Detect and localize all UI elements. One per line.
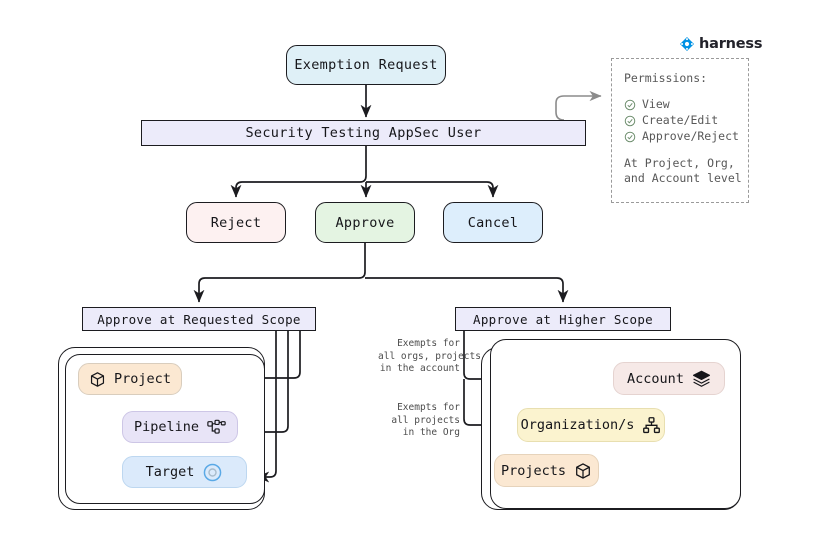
resource-label: Target [145,464,195,480]
cube-icon [89,371,106,388]
permission-label: Create/Edit [642,113,719,127]
resource-label: Projects [500,462,567,479]
node-label: Approve at Requested Scope [97,311,301,327]
resource-label: Organization/s [520,417,635,433]
layers-icon [692,369,711,388]
permission-item-view: View [624,97,748,112]
annotation-account-exempt: Exempts for all orgs, projects in the ac… [378,338,481,374]
annotation-org-exempt: Exempts for all projects in the Org [391,402,460,438]
resource-project[interactable]: Project [78,363,182,395]
resource-label: Project [114,371,171,387]
resource-pipeline[interactable]: Pipeline [122,411,238,443]
check-circle-icon [624,99,636,111]
node-label: Cancel [467,214,519,231]
harness-diamond-icon [679,36,695,52]
node-approve-higher-scope[interactable]: Approve at Higher Scope [455,307,671,331]
harness-wordmark: harness [699,36,763,52]
node-exemption-request[interactable]: Exemption Request [286,45,446,85]
check-circle-icon [624,131,636,143]
resource-projects[interactable]: Projects [494,454,599,487]
permission-item-approve-reject: Approve/Reject [624,129,748,144]
node-action-approve[interactable]: Approve [315,202,415,243]
resource-target[interactable]: Target [122,456,247,488]
check-circle-icon [624,115,636,127]
target-ring-icon [202,462,223,483]
resource-label: Account [627,370,684,387]
node-appsec-user[interactable]: Security Testing AppSec User [141,120,586,146]
resource-account[interactable]: Account [613,362,725,395]
cube-icon [574,462,592,480]
permissions-footer-line2: and Account level [624,171,742,185]
node-label: Approve [335,214,395,231]
node-label: Approve at Higher Scope [473,311,653,327]
node-label: Exemption Request [294,57,438,73]
permission-item-create-edit: Create/Edit [624,113,748,128]
pipeline-nodes-icon [207,419,226,436]
node-action-reject[interactable]: Reject [186,202,286,243]
org-chart-icon [642,416,661,435]
node-action-cancel[interactable]: Cancel [443,202,543,243]
node-approve-requested-scope[interactable]: Approve at Requested Scope [82,307,316,331]
resource-organizations[interactable]: Organization/s [517,408,665,442]
resource-label: Pipeline [133,419,200,435]
permission-label: Approve/Reject [642,129,739,143]
permissions-footer-line1: At Project, Org, [624,156,735,170]
permission-label: View [642,97,670,111]
permissions-panel: Permissions: View Create/Edit [611,58,749,203]
node-label: Security Testing AppSec User [245,125,482,141]
permissions-title: Permissions: [624,71,708,85]
harness-logo: harness [679,36,762,52]
node-label: Reject [210,214,262,231]
